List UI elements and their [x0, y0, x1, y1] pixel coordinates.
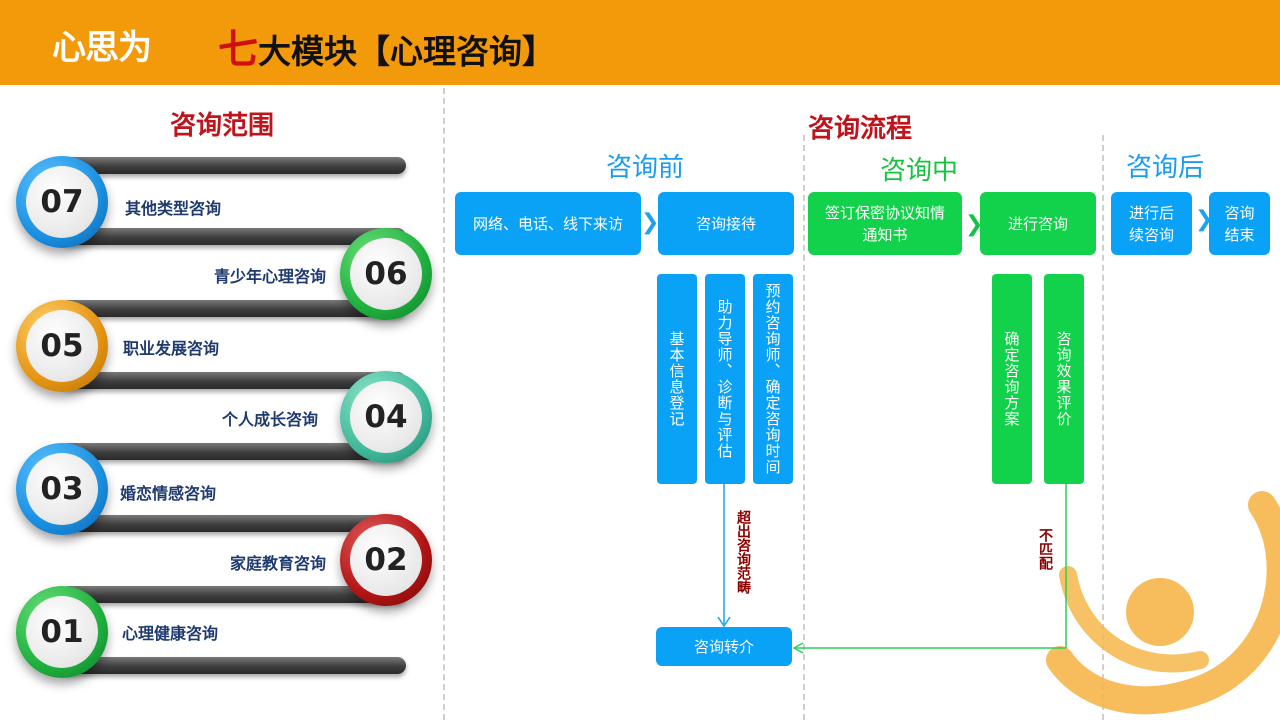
- brand-logo: 心思为: [52, 28, 152, 68]
- scope-badge-03: 03: [16, 443, 108, 535]
- scope-bar: [60, 157, 406, 174]
- title-accent: 七: [218, 27, 258, 73]
- scope-label: 心理健康咨询: [122, 624, 219, 643]
- step-appoint: 预约咨询师、确定咨询时间: [753, 274, 793, 484]
- step-plan: 确定咨询方案: [992, 274, 1032, 484]
- scope-bar: [60, 515, 406, 532]
- header-bar: 心思为 七大模块【心理咨询】: [0, 0, 1280, 85]
- step-register: 基本信息登记: [657, 274, 697, 484]
- scope-bar: [60, 443, 406, 460]
- scope-badge-01: 01: [16, 586, 108, 678]
- step-end: 咨询结束: [1209, 192, 1270, 255]
- step-evaluate: 咨询效果评价: [1044, 274, 1084, 484]
- note-mismatch: 不匹配: [1037, 528, 1053, 570]
- phase-during: 咨询中: [880, 156, 959, 186]
- divider-phase-1: [803, 135, 805, 720]
- scope-badge-04: 04: [340, 371, 432, 463]
- scope-label: 职业发展咨询: [123, 339, 220, 358]
- scope-bar: [60, 586, 406, 603]
- title-text: 大模块【心理咨询】: [258, 32, 555, 71]
- scope-title: 咨询范围: [170, 111, 275, 141]
- chevron-right-icon: ❯: [1195, 207, 1214, 232]
- scope-badge-02: 02: [340, 514, 432, 606]
- scope-bar: [60, 372, 406, 389]
- scope-badge-07: 07: [16, 156, 108, 248]
- scope-label: 个人成长咨询: [222, 410, 319, 429]
- scope-label: 青少年心理咨询: [214, 267, 327, 286]
- scope-label: 家庭教育咨询: [230, 554, 327, 573]
- scope-label: 其他类型咨询: [125, 199, 222, 218]
- scope-number: 03: [26, 453, 98, 525]
- scope-number: 04: [350, 381, 422, 453]
- scope-number: 06: [350, 238, 422, 310]
- phase-after: 咨询后: [1126, 153, 1205, 183]
- scope-number: 07: [26, 166, 98, 238]
- step-referral: 咨询转介: [656, 627, 792, 666]
- scope-bar: [60, 300, 406, 317]
- chevron-right-icon: ❯: [641, 210, 660, 235]
- step-sign: 签订保密协议知情通知书: [808, 192, 962, 255]
- scope-bar: [60, 228, 406, 245]
- step-follow: 进行后续咨询: [1111, 192, 1192, 255]
- scope-badge-05: 05: [16, 300, 108, 392]
- step-reception: 咨询接待: [658, 192, 794, 255]
- scope-number: 05: [26, 310, 98, 382]
- step-diagnose: 助力导师、诊断与评估: [705, 274, 745, 484]
- scope-label: 婚恋情感咨询: [120, 484, 217, 503]
- step-visit: 网络、电话、线下来访: [455, 192, 641, 255]
- step-ongoing: 进行咨询: [980, 192, 1096, 255]
- scope-number: 02: [350, 524, 422, 596]
- page-title: 七大模块【心理咨询】: [218, 17, 555, 75]
- divider-main: [443, 88, 445, 720]
- scope-number: 01: [26, 596, 98, 668]
- note-beyond-scope: 超出咨询范畴: [735, 510, 751, 594]
- chevron-right-icon: ❯: [965, 212, 984, 237]
- phase-before: 咨询前: [606, 153, 685, 183]
- scope-bar: [60, 657, 406, 674]
- divider-phase-2: [1102, 135, 1104, 720]
- scope-badge-06: 06: [340, 228, 432, 320]
- process-title: 咨询流程: [808, 114, 913, 144]
